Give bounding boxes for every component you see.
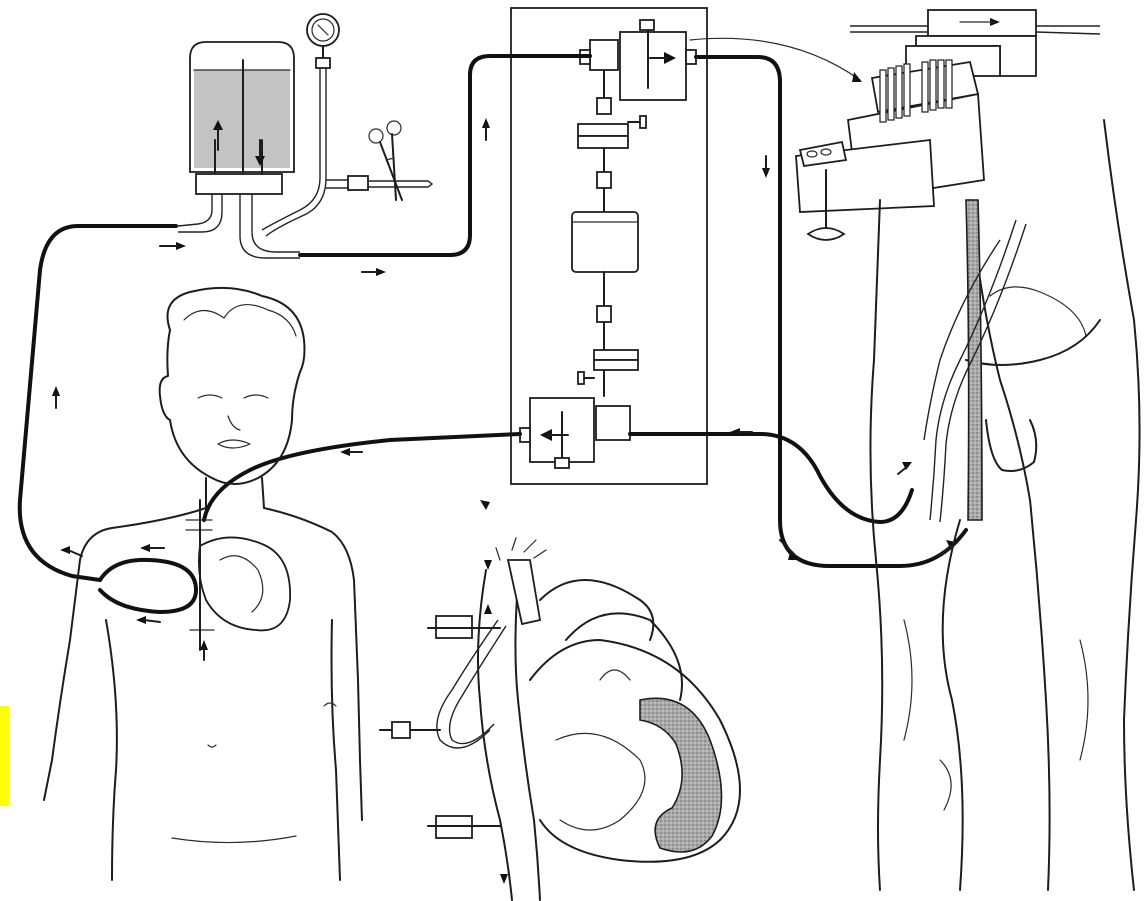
hemostat-clamp (369, 121, 402, 200)
circuit-tubing (20, 56, 966, 612)
oxygenator-heat-exchanger (690, 10, 1100, 240)
child-patient (44, 288, 362, 880)
femoral-cannulation-legs (870, 120, 1139, 890)
yellow-highlight-marker (0, 706, 9, 806)
heart-cannulation-detail (380, 500, 740, 900)
roller-pump-panel (511, 8, 707, 484)
